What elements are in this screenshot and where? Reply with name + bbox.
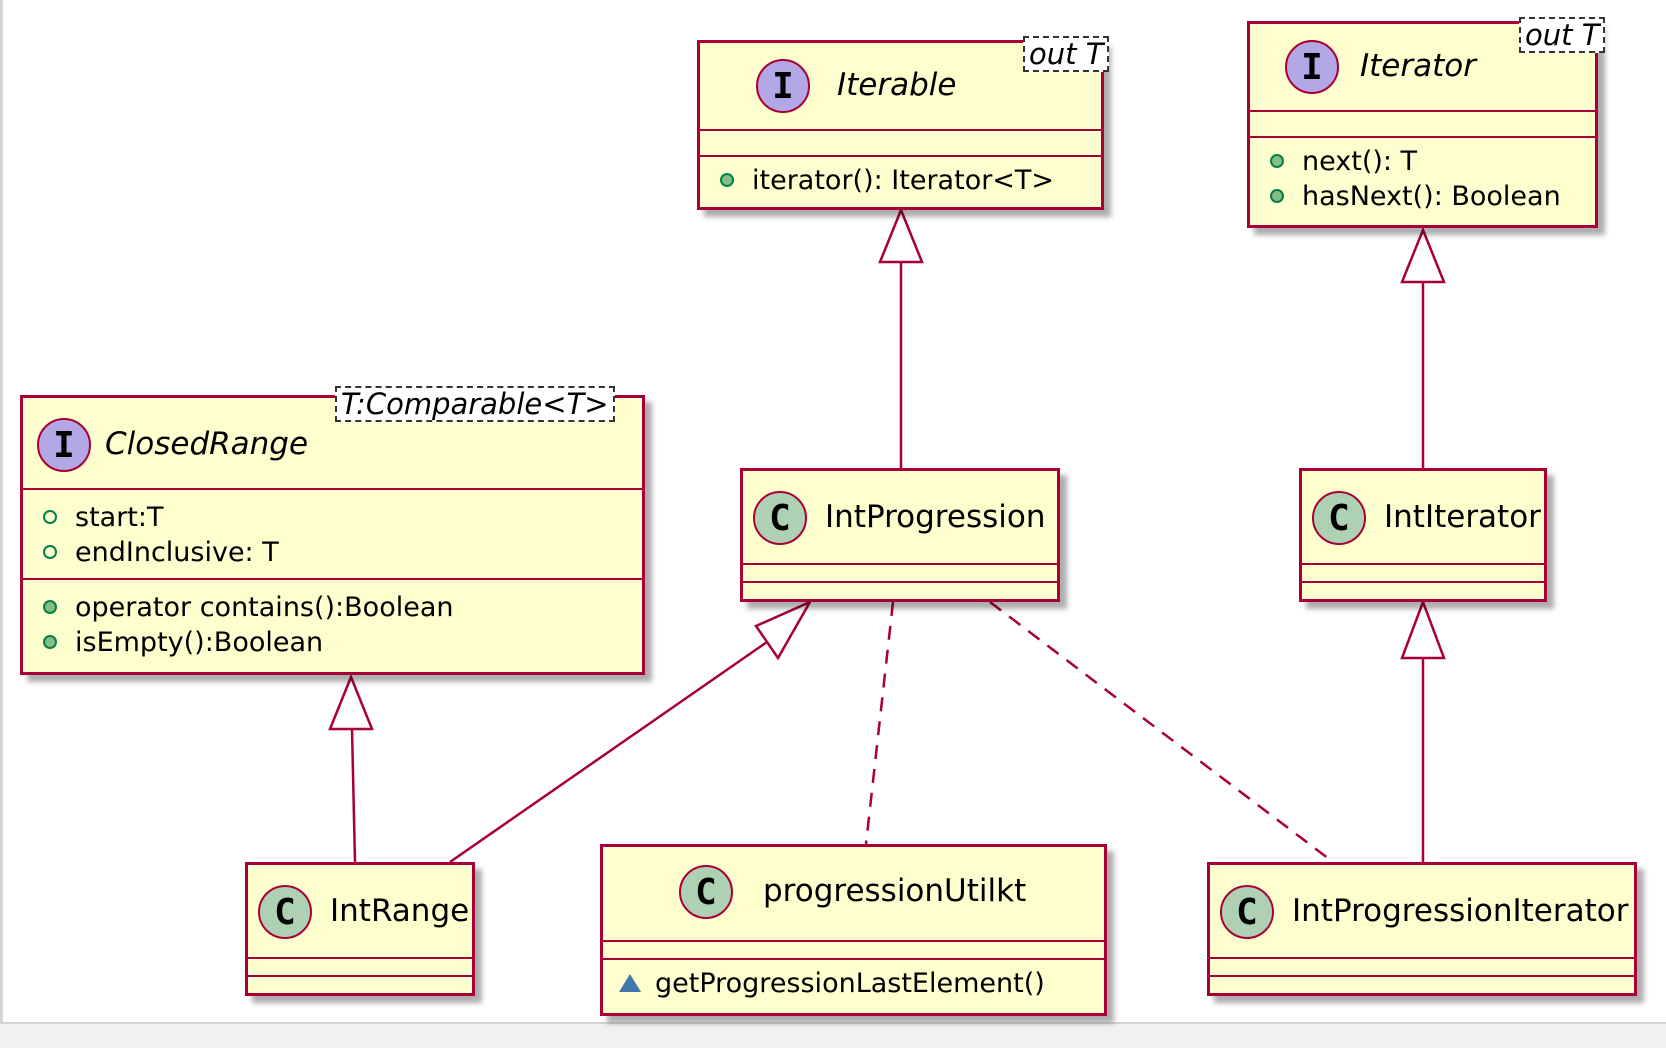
closedrange-interface: I ClosedRange start:T endInclusive: T op…: [20, 395, 645, 675]
iterator-fields: [1250, 112, 1595, 138]
progressionutil-class: C progressionUtilkt getProgressionLastEl…: [600, 844, 1107, 1016]
progressionutil-methods: getProgressionLastElement(): [603, 960, 1104, 1001]
iterator-title: Iterator: [1360, 48, 1476, 84]
intrange-fields: [248, 959, 472, 977]
iterable-methods: iterator(): Iterator<T>: [700, 157, 1101, 198]
package-method-icon: [619, 974, 641, 992]
dependency-intprogression-progressionutil: [864, 601, 895, 845]
closedrange-methods: operator contains():Boolean isEmpty():Bo…: [23, 580, 642, 660]
iterator-interface: I Iterator next(): T hasNext(): Boolean: [1247, 21, 1598, 228]
member-row: getProgressionLastElement(): [603, 966, 1104, 1001]
iterable-type-param: out T: [1023, 36, 1110, 72]
public-field-icon: [43, 510, 57, 524]
progressionutil-title: progressionUtilkt: [763, 873, 1027, 909]
public-method-icon: [1270, 189, 1284, 203]
iterator-type-param: out T: [1519, 17, 1606, 53]
intrange-class: C IntRange: [245, 862, 475, 996]
public-method-icon: [43, 635, 57, 649]
intprogression-class: C IntProgression: [740, 468, 1060, 602]
closedrange-title: ClosedRange: [105, 426, 309, 462]
public-method-icon: [43, 600, 57, 614]
intprogression-title: IntProgression: [825, 499, 1046, 535]
intiterator-fields: [1302, 565, 1544, 583]
intprogression-fields: [743, 565, 1057, 583]
intprogressioniterator-fields: [1210, 959, 1634, 977]
intrange-title: IntRange: [330, 893, 470, 929]
relation-intprogressioniterator-intiterator: [1400, 598, 1446, 862]
relation-intrange-closedrange: [328, 673, 374, 863]
member-row: endInclusive: T: [23, 535, 642, 570]
class-badge-icon: C: [1312, 491, 1366, 545]
dependency-intprogression-intprogressioniterator: [989, 601, 1334, 863]
iterable-title: Iterable: [837, 67, 957, 103]
intiterator-methods: [1302, 583, 1544, 599]
interface-badge-icon: I: [756, 59, 810, 113]
intprogressioniterator-methods: [1210, 977, 1634, 993]
class-badge-icon: C: [258, 885, 312, 939]
member-row: start:T: [23, 500, 642, 535]
member-row: isEmpty():Boolean: [23, 625, 642, 660]
public-method-icon: [1270, 154, 1284, 168]
iterable-fields: [700, 131, 1101, 157]
iterator-methods: next(): T hasNext(): Boolean: [1250, 138, 1595, 214]
intprogressioniterator-title: IntProgressionIterator: [1292, 893, 1629, 929]
relation-intprogression-iterable: [878, 206, 924, 468]
public-method-icon: [720, 173, 734, 187]
class-badge-icon: C: [753, 491, 807, 545]
member-row: iterator(): Iterator<T>: [700, 163, 1101, 198]
interface-badge-icon: I: [37, 418, 91, 472]
member-row: next(): T: [1250, 144, 1595, 179]
intiterator-class: C IntIterator: [1299, 468, 1547, 602]
class-badge-icon: C: [1220, 885, 1274, 939]
relation-intiterator-iterator: [1400, 226, 1446, 468]
interface-badge-icon: I: [1285, 40, 1339, 94]
public-field-icon: [43, 545, 57, 559]
relation-intrange-intprogression: [449, 599, 813, 864]
member-row: operator contains():Boolean: [23, 590, 642, 625]
class-badge-icon: C: [679, 865, 733, 919]
progressionutil-fields: [603, 942, 1104, 960]
member-row: hasNext(): Boolean: [1250, 179, 1595, 214]
closedrange-fields: start:T endInclusive: T: [23, 490, 642, 580]
frame-bottom-edge: [0, 1022, 1666, 1048]
intprogression-methods: [743, 583, 1057, 599]
intrange-methods: [248, 977, 472, 993]
intiterator-title: IntIterator: [1384, 499, 1541, 535]
frame-left-edge: [0, 0, 3, 1046]
intprogressioniterator-class: C IntProgressionIterator: [1207, 862, 1637, 996]
closedrange-type-param: T:Comparable<T>: [335, 386, 615, 422]
